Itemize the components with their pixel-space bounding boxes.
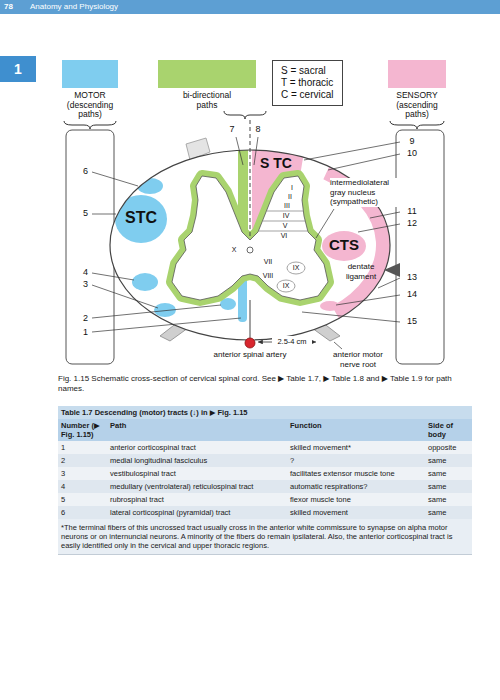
lamina-numeral: V [278, 222, 292, 230]
running-head: Anatomy and Physiology [30, 2, 190, 12]
dentate-ligament [384, 263, 400, 277]
table-cell: rubrospinal tract [110, 495, 286, 504]
table-number: 3 [61, 469, 109, 478]
table-cell: facilitates extensor muscle tone [290, 469, 424, 478]
brace [390, 121, 444, 129]
page-number: 78 [4, 2, 26, 12]
table-cell: same [428, 508, 470, 517]
table-cell: same [428, 482, 470, 491]
group-frame [396, 130, 444, 364]
lamina-numeral: VI [277, 232, 291, 240]
anterior-spinal-artery [245, 338, 255, 348]
dimension-label: 2.5-4 cm [272, 336, 312, 348]
chapter-tab-number: 1 [0, 59, 36, 79]
table-title: Table 1.7 Descending (motor) tracts (↓) … [61, 408, 467, 417]
lamina-numeral: III [280, 202, 294, 210]
callout-number: 14 [404, 289, 420, 300]
table-number: 1 [61, 443, 109, 452]
lamina-border [277, 280, 295, 292]
table-cell: ? [290, 456, 424, 465]
brace [64, 121, 116, 129]
tract-label: S TC [255, 156, 297, 170]
callout-number: 11 [404, 206, 420, 217]
callout-number: 2 [74, 313, 88, 324]
table-header: Function [290, 421, 424, 430]
key-box: S = sacral T = thoracic C = cervical [272, 60, 343, 106]
callout-number: 6 [74, 166, 88, 177]
table-header: Side of body [428, 421, 470, 439]
anterior-median-fissure [250, 300, 251, 338]
callout-number: 13 [404, 272, 420, 283]
callout-number: 15 [404, 316, 420, 327]
structure-label: anterior motor nerve root [322, 350, 394, 369]
lamina-border [259, 211, 307, 231]
table-cell: anterior corticospinal tract [110, 443, 286, 452]
tract-regions [115, 140, 383, 322]
lamina-numeral: IV [279, 212, 293, 220]
table-number: 5 [61, 495, 109, 504]
callout-number: 3 [74, 279, 88, 290]
central-canal [247, 247, 253, 253]
chapter-tab [0, 56, 36, 82]
group-frame [66, 130, 114, 364]
table-cell: skilled movement* [290, 443, 424, 452]
lamina-border [287, 262, 305, 274]
legend-swatch [388, 60, 446, 88]
table-number: 6 [61, 508, 109, 517]
table-cell: automatic respirations? [290, 482, 424, 491]
lamina-numeral: II [283, 193, 297, 201]
table-cell: skilled movement [290, 508, 424, 517]
table-header: Number (▶ Fig. 1.15) [61, 421, 109, 439]
table-number: 4 [61, 482, 109, 491]
legend-swatch [62, 60, 118, 88]
legend-swatch [158, 60, 256, 88]
legend-text: bi-directional paths [174, 91, 240, 110]
table-cell: medullary (ventrolateral) reticulospinal… [110, 482, 286, 491]
figure-caption: Fig. 1.15 Schematic cross-section of cer… [58, 374, 472, 394]
tract-label: STC [118, 209, 164, 227]
lamina-numeral: VIII [259, 272, 277, 280]
structure-label: intermediolateral gray nucleus (sympathe… [330, 178, 398, 207]
structure-label: dentate ligament [344, 262, 378, 281]
table-cell: flexor muscle tone [290, 495, 424, 504]
structure-label: anterior spinal artery [212, 350, 288, 360]
lamina-numeral: X [229, 246, 239, 254]
header-bar [0, 0, 500, 14]
callout-number: 7 [226, 124, 238, 135]
table-cell: vestibulospinal tract [110, 469, 286, 478]
legend-text: MOTOR (descending paths) [59, 91, 121, 120]
callout-number: 4 [74, 267, 88, 278]
table-cell: same [428, 456, 470, 465]
callout-number: 8 [252, 124, 264, 135]
callout-number: 5 [74, 208, 88, 219]
table-header: Path [110, 421, 286, 430]
table-cell: opposite [428, 443, 470, 452]
table-number: 2 [61, 456, 109, 465]
callout-number: 1 [74, 327, 88, 338]
callout-number: 9 [404, 136, 420, 147]
lamina-numeral: I [285, 184, 299, 192]
callout-number: 10 [404, 148, 420, 159]
key-text: S = sacral T = thoracic C = cervical [281, 65, 334, 101]
table-footnote: *The terminal fibers of this uncrossed t… [61, 523, 467, 550]
table-cell: same [428, 469, 470, 478]
lamina-numeral: IX [278, 282, 294, 290]
legend-text: SENSORY (ascending paths) [386, 91, 448, 120]
posterior-median-septum [250, 120, 251, 238]
callout-number: 12 [404, 218, 420, 229]
lamina-numeral: VII [260, 258, 276, 266]
table-cell: medial longitudinal fasciculus [110, 456, 286, 465]
brace [224, 111, 266, 119]
tract-label: CTS [325, 237, 363, 253]
table-cell: lateral corticospinal (pyramidal) tract [110, 508, 286, 517]
lamina-numeral: IX [288, 264, 304, 272]
table-cell: same [428, 495, 470, 504]
leader-line [92, 137, 400, 349]
